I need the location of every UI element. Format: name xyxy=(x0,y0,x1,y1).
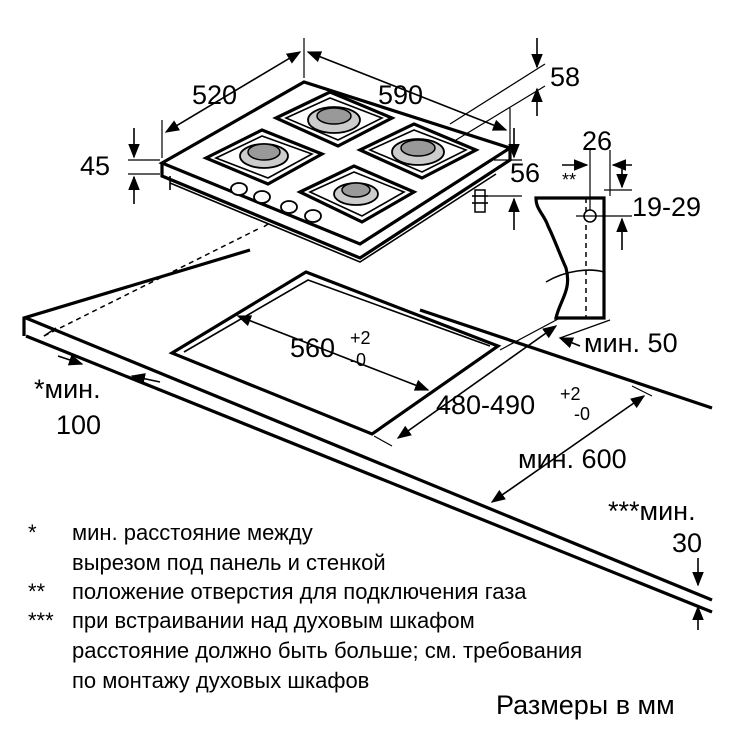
dim-56-label: 56 xyxy=(510,158,540,188)
dim-58-label: 58 xyxy=(550,62,580,92)
dim-min-50-label: мин. 50 xyxy=(584,328,678,358)
dim-26-label: 26 xyxy=(582,126,612,156)
worktop xyxy=(22,223,713,614)
note-2-line-1: положение отверстия для подключения газа xyxy=(72,579,527,604)
side-profile: 26 ** 19-29 xyxy=(534,126,701,320)
dim-590-label: 590 xyxy=(378,80,423,110)
dimension-58: 58 xyxy=(449,38,580,141)
dimension-45: 45 xyxy=(80,128,160,204)
dimension-min-30: ***мин. 30 xyxy=(608,496,704,630)
dim-520-label: 520 xyxy=(192,80,237,110)
note-3-line-1: при встраивании над духовым шкафом xyxy=(72,608,475,633)
hob-plate-edge xyxy=(160,148,512,260)
dim-min-600-label: мин. 600 xyxy=(518,444,627,474)
units-caption: Размеры в мм xyxy=(496,690,675,720)
burner-rear-center xyxy=(272,90,396,148)
dimension-min-50: мин. 50 xyxy=(558,319,678,358)
burner-rear-left xyxy=(202,128,326,186)
dim-480-490-tol-minus: -0 xyxy=(574,404,590,424)
dim-560-tol-plus: +2 xyxy=(350,328,371,348)
dimension-56: 56 xyxy=(488,128,540,230)
dimension-520: 520 xyxy=(161,38,305,158)
gas-connector xyxy=(472,189,488,213)
control-knobs xyxy=(230,182,322,223)
gas-position-marker: ** xyxy=(562,170,576,190)
hob-body-lower xyxy=(169,173,497,263)
note-3-marker: *** xyxy=(28,608,54,633)
note-1-marker: * xyxy=(28,520,37,545)
dim-45-label: 45 xyxy=(80,151,110,181)
burner-right xyxy=(356,122,480,180)
note-1-line-2: вырезом под панель и стенкой xyxy=(72,550,386,575)
footnotes: * мин. расстояние между вырезом под пане… xyxy=(28,520,582,693)
dim-560-label: 560 xyxy=(290,333,335,363)
dim-min-100-label: *мин. xyxy=(34,374,101,404)
dim-480-490-tol-plus: +2 xyxy=(560,384,581,404)
dim-min-30-label: ***мин. xyxy=(608,496,696,526)
dimension-min-100: *мин. 100 xyxy=(34,354,161,440)
dim-19-29-label: 19-29 xyxy=(632,192,701,222)
note-3-line-3: по монтажу духовых шкафов xyxy=(72,668,369,693)
dim-560-tol-minus: -0 xyxy=(350,350,366,370)
dimension-590: 590 xyxy=(306,51,511,145)
dim-min-30-value: 30 xyxy=(672,528,702,558)
dim-480-490-label: 480-490 xyxy=(436,390,535,420)
dim-min-100-value: 100 xyxy=(56,410,101,440)
note-2-marker: ** xyxy=(28,579,46,604)
note-3-line-2: расстояние должно быть больше; см. требо… xyxy=(72,638,582,663)
burner-front xyxy=(296,164,418,224)
note-1-line-1: мин. расстояние между xyxy=(72,520,313,545)
dimension-min-600: мин. 600 xyxy=(490,385,653,503)
